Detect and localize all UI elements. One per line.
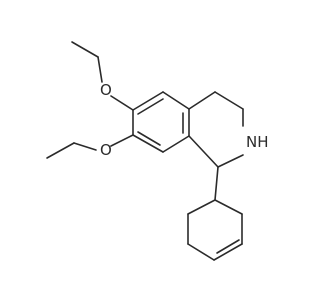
bond-ring-1: [132, 91, 164, 111]
bond-cyc-4: [213, 243, 243, 261]
bond-ring-1-double: [137, 98, 164, 115]
bond-ethyl-top-2: [97, 56, 103, 83]
bond-sat-2: [214, 91, 244, 110]
atom-nitrogen: NH: [246, 133, 269, 151]
bond-substituent: [214, 166, 219, 201]
bond-o-bottom-ring: [110, 134, 134, 147]
bond-ring-4: [162, 135, 190, 153]
bond-cyc-4-double: [216, 239, 240, 254]
bond-ring-2: [162, 91, 190, 110]
bond-sat-1: [188, 91, 216, 110]
bond-cyc-1: [187, 199, 216, 215]
bond-ethyl-bottom-1: [46, 142, 75, 159]
atom-oxygen-bottom: O: [100, 141, 112, 159]
molecule-structure: O O NH: [46, 41, 269, 261]
bond-ring-5-double: [137, 131, 161, 146]
bond-cyc-3: [187, 243, 215, 261]
bond-sat-4: [217, 154, 244, 168]
bond-sat-5: [188, 135, 219, 168]
bond-o-top-ring: [110, 95, 134, 111]
bond-ring-5: [132, 134, 164, 153]
atom-oxygen-top: O: [100, 81, 112, 99]
bond-ethyl-bottom-2: [73, 142, 97, 151]
structure-canvas: O O NH: [46, 41, 269, 261]
bond-cyc-6: [214, 199, 243, 215]
bond-ethyl-top-1: [71, 41, 99, 58]
